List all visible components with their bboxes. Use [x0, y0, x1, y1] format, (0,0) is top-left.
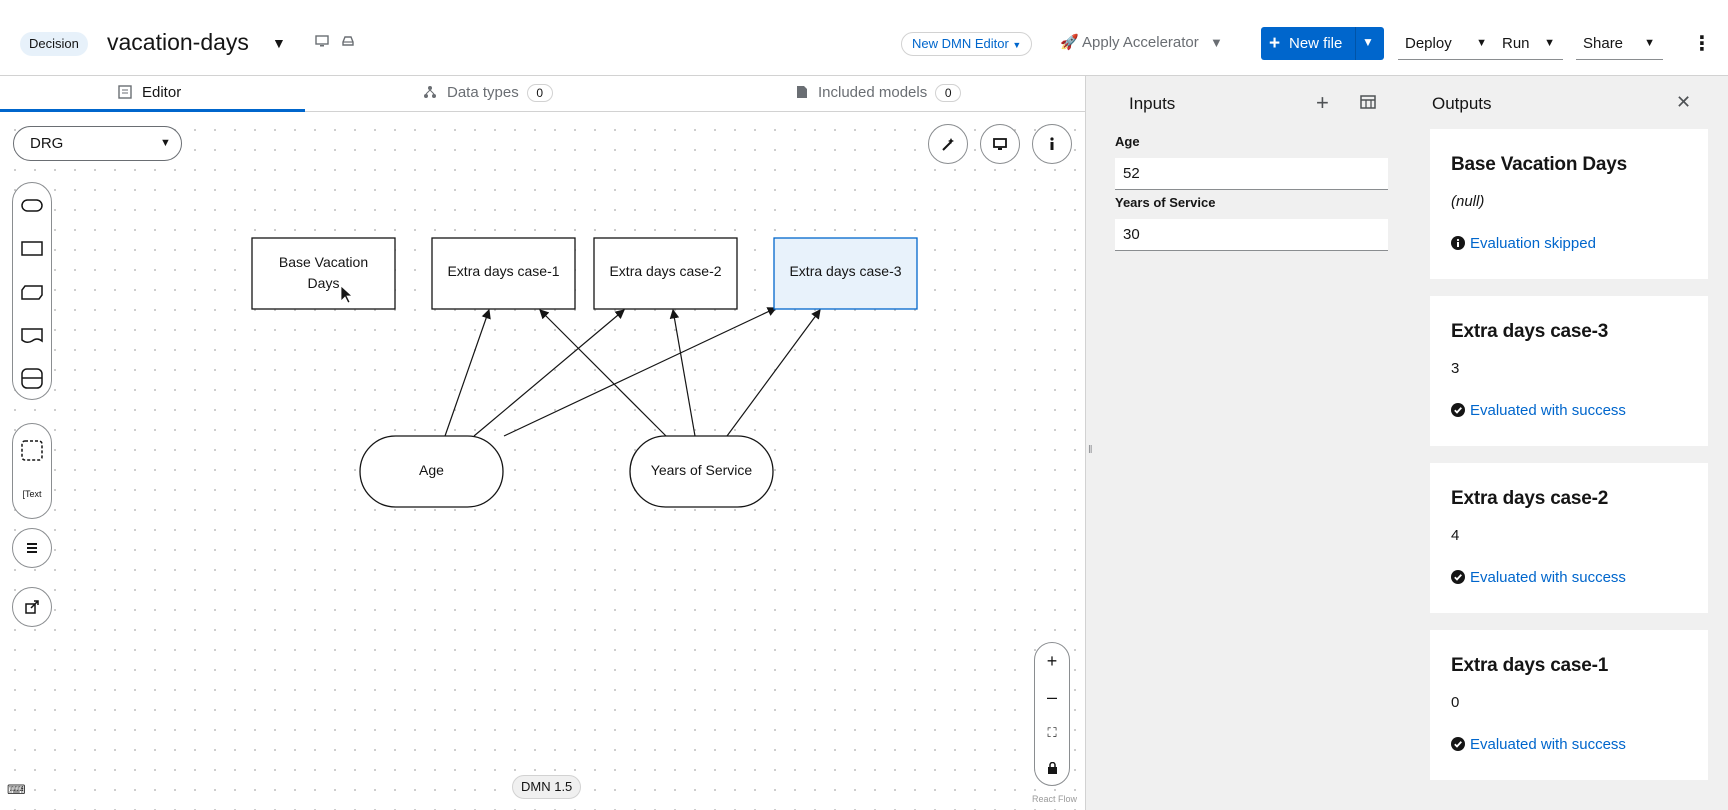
file-name-title[interactable]: vacation-days — [107, 29, 249, 55]
decision-service-tool-icon[interactable] — [13, 360, 51, 396]
included-models-count: 0 — [935, 84, 962, 102]
edge-age-to-case1 — [444, 308, 491, 437]
info-button[interactable] — [1032, 124, 1072, 164]
input-node-age — [359, 435, 504, 508]
inputs-title: Inputs — [1129, 94, 1176, 113]
drg-diagram — [251, 237, 918, 508]
output-card: Extra days case-1 0 Evaluated with succe… — [1430, 630, 1708, 780]
edge-age-to-case2 — [473, 309, 625, 437]
info-icon — [1050, 137, 1054, 150]
info-icon — [1451, 236, 1465, 250]
outputs-panel: Outputs ✕ Base Vacation Days (null) Eval… — [1408, 76, 1728, 810]
node-label[interactable]: Extra days case-2 — [609, 263, 722, 279]
input-label-years-of-service: Years of Service — [1115, 195, 1216, 210]
accelerator-caret-icon[interactable]: ▼ — [1210, 35, 1223, 50]
view-select[interactable]: DRG▼ — [13, 126, 182, 161]
editor-switch-button[interactable]: New DMN Editor ▼ — [901, 32, 1033, 56]
output-card: Base Vacation Days (null) Evaluation ski… — [1430, 129, 1708, 279]
knowledge-source-tool-icon[interactable] — [13, 317, 51, 353]
lock-icon[interactable] — [1035, 751, 1069, 785]
hierarchy-icon — [423, 78, 437, 112]
group-tool-icon[interactable] — [13, 432, 51, 468]
active-tab-indicator — [0, 109, 305, 112]
file-type-badge: Decision — [20, 32, 88, 56]
output-card: Extra days case-3 3 Evaluated with succe… — [1430, 296, 1708, 446]
edge-years-to-case2 — [669, 308, 696, 437]
tab-editor[interactable]: Editor — [118, 76, 181, 112]
input-node-years-of-service — [629, 435, 774, 508]
magic-wand-icon — [942, 138, 954, 151]
panel-splitter[interactable]: ‖ — [1085, 76, 1094, 810]
overlays-button[interactable] — [12, 528, 52, 568]
external-link-icon — [25, 600, 39, 614]
monitor-icon — [993, 138, 1007, 150]
plus-icon: + — [1269, 33, 1281, 54]
add-input-icon[interactable]: + — [1316, 90, 1329, 115]
header-toolbar: Decision vacation-days ▼ New DMN Editor … — [0, 0, 1728, 76]
decision-node-base-vacation-days — [251, 237, 396, 310]
react-flow-attribution[interactable]: React Flow — [1032, 794, 1078, 804]
mouse-cursor-icon — [340, 285, 354, 304]
output-card: Extra days case-2 4 Evaluated with succe… — [1430, 463, 1708, 613]
share-button[interactable]: Share▼ — [1576, 27, 1663, 60]
node-label[interactable]: Years of Service — [650, 462, 753, 478]
decision-tool-icon[interactable] — [13, 230, 51, 266]
dmn-version-badge: DMN 1.5 — [512, 775, 582, 799]
node-label[interactable]: Age — [419, 462, 444, 478]
bkm-tool-icon[interactable] — [13, 274, 51, 310]
rocket-icon: 🚀 — [1060, 34, 1079, 51]
autolayout-button[interactable] — [928, 124, 968, 164]
annotation-palette: [Text — [12, 423, 52, 519]
zoom-out-button[interactable]: – — [1046, 687, 1057, 707]
inputs-panel: Inputs + Age 52 Years of Service 30 — [1094, 76, 1408, 810]
input-label-age: Age — [1115, 134, 1140, 149]
run-button[interactable]: Run▼ — [1495, 27, 1563, 60]
kebab-menu-icon[interactable]: ⋮ — [1692, 33, 1712, 55]
file-menu-caret-icon[interactable]: ▼ — [272, 35, 286, 51]
fit-view-icon[interactable]: ⛶ — [1047, 725, 1057, 740]
apply-accelerator-button[interactable]: 🚀 Apply Accelerator — [1060, 34, 1199, 51]
check-circle-icon — [1451, 737, 1465, 751]
data-types-count: 0 — [526, 84, 553, 102]
node-palette — [12, 182, 52, 400]
properties-panel-button[interactable] — [980, 124, 1020, 164]
years-of-service-input[interactable]: 30 — [1115, 219, 1388, 251]
edge-years-to-case1 — [539, 309, 667, 437]
dmn-canvas[interactable]: DRG▼ [Text — [0, 112, 1085, 810]
node-label[interactable]: Extra days case-1 — [447, 263, 560, 279]
node-label[interactable]: Base Vacation Days — [278, 254, 369, 291]
close-icon[interactable]: ✕ — [1676, 92, 1692, 112]
chevron-down-icon[interactable]: ▼ — [1362, 35, 1374, 49]
desktop-icon[interactable] — [315, 34, 331, 52]
decision-node-extra-days-case-1 — [431, 237, 576, 310]
table-view-icon[interactable] — [1360, 95, 1376, 114]
input-data-tool-icon[interactable] — [13, 187, 51, 223]
file-icon — [796, 78, 808, 112]
keyboard-icon[interactable]: ⌨ — [7, 782, 26, 797]
external-nodes-button[interactable] — [12, 587, 52, 627]
zoom-in-button[interactable]: + — [1046, 651, 1058, 671]
decision-node-extra-days-case-2 — [593, 237, 738, 310]
zoom-controls: + – ⛶ — [1034, 642, 1070, 786]
new-file-button[interactable]: + New file ▼ — [1261, 27, 1384, 60]
edge-age-to-case3 — [503, 307, 778, 437]
outputs-title: Outputs — [1432, 94, 1492, 113]
editor-icon — [118, 78, 132, 112]
decision-node-extra-days-case-3 — [773, 237, 918, 310]
age-input[interactable]: 52 — [1115, 158, 1388, 190]
edge-years-to-case3 — [726, 309, 821, 437]
list-icon — [27, 543, 37, 553]
check-circle-icon — [1451, 403, 1465, 417]
node-label[interactable]: Extra days case-3 — [789, 263, 902, 279]
check-circle-icon — [1451, 570, 1465, 584]
text-annotation-tool-icon[interactable]: [Text — [22, 489, 42, 499]
storage-icon[interactable] — [341, 34, 357, 52]
deploy-button[interactable]: Deploy▼ — [1398, 27, 1495, 60]
